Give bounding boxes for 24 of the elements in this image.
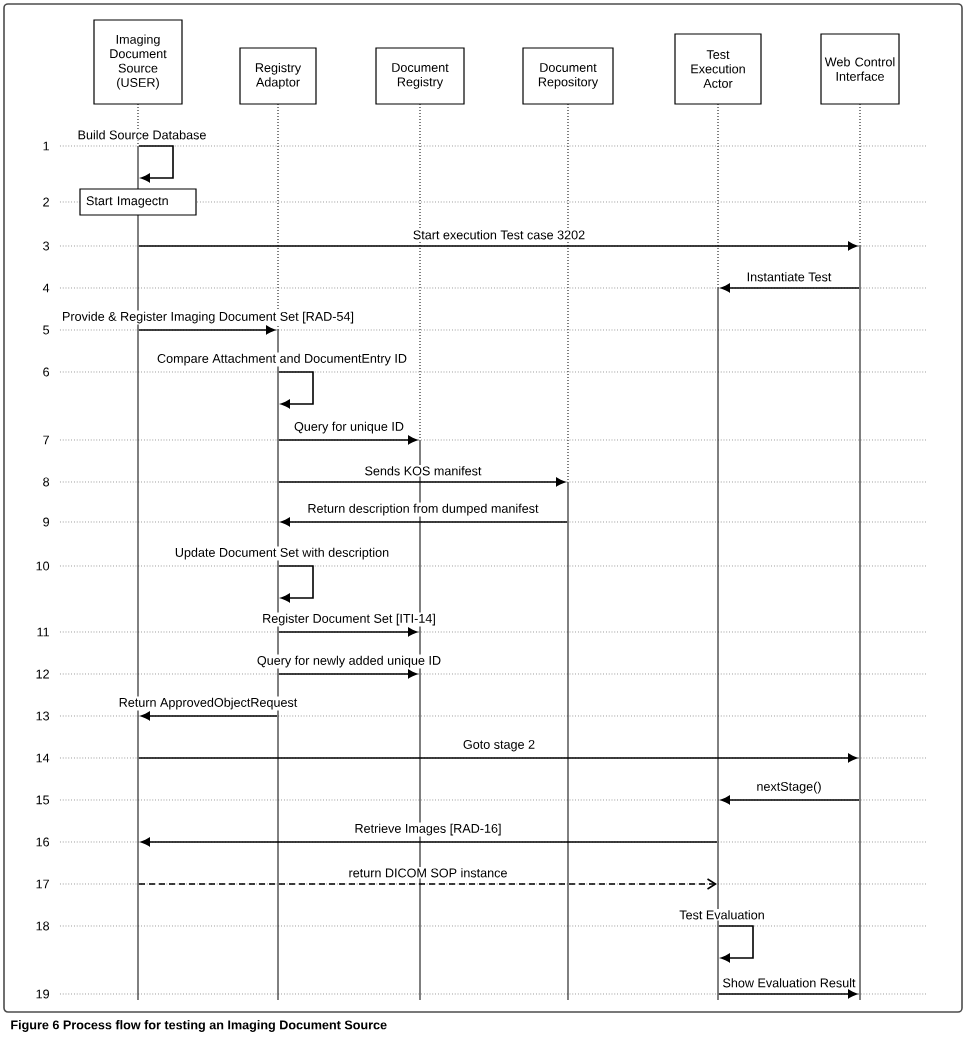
self-message-arrow bbox=[278, 371, 314, 409]
message-arrow bbox=[278, 627, 418, 637]
message-arrow bbox=[278, 435, 418, 445]
message-arrow bbox=[278, 669, 418, 679]
message-arrow bbox=[280, 517, 568, 527]
message-arrow bbox=[138, 878, 717, 890]
lifeline bbox=[717, 103, 719, 1001]
lifeline bbox=[419, 103, 421, 1001]
message-arrow bbox=[140, 711, 278, 721]
lifeline bbox=[137, 103, 139, 1001]
message-arrow bbox=[138, 753, 858, 763]
message-arrow bbox=[140, 837, 718, 847]
message-arrow bbox=[720, 795, 860, 805]
message-arrow bbox=[718, 989, 858, 999]
lifeline bbox=[277, 103, 279, 1001]
message-arrow bbox=[720, 283, 860, 293]
lifeline bbox=[567, 103, 569, 1001]
self-message-arrow bbox=[138, 145, 174, 183]
self-message-arrow bbox=[718, 925, 754, 963]
message-arrow bbox=[278, 477, 566, 487]
self-message-arrow bbox=[278, 565, 314, 603]
lifeline bbox=[859, 103, 861, 1001]
message-arrow bbox=[138, 241, 858, 251]
message-arrow bbox=[138, 325, 276, 335]
